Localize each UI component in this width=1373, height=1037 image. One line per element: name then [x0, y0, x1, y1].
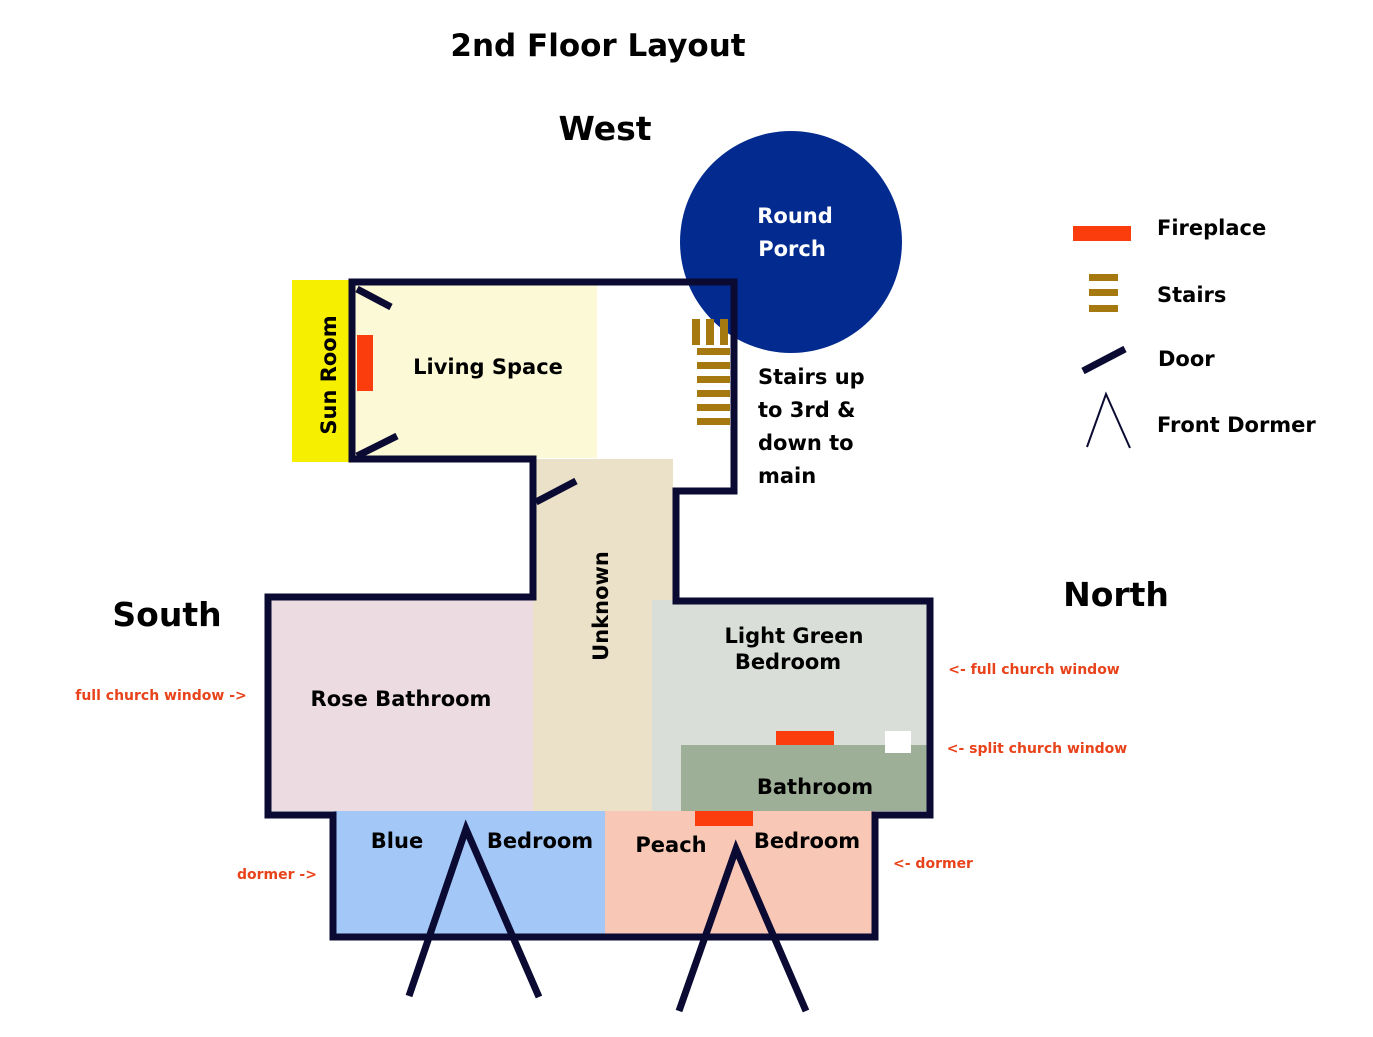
north-full-window-note: <- full church window [948, 662, 1120, 678]
legend-front-dormer-label: Front Dormer [1157, 413, 1316, 437]
front-dormer-icon [675, 839, 810, 1013]
legend: Fireplace Stairs Door Front Dormer [1073, 216, 1316, 449]
fireplace-icon [357, 335, 373, 391]
compass-north: North [1063, 575, 1169, 614]
legend-fireplace-icon [1073, 226, 1131, 241]
south-window-note: full church window -> [75, 688, 247, 704]
round-porch-label-line2: Porch [758, 237, 826, 261]
stairs-note-line4: main [758, 464, 816, 488]
peach-bedroom-label-line2: Bedroom [754, 829, 860, 853]
round-porch-label-line1: Round [757, 204, 833, 228]
blue-bedroom-label-line1: Blue [371, 829, 423, 853]
bathroom-label: Bathroom [757, 775, 873, 799]
blue-bedroom-label-line2: Bedroom [487, 829, 593, 853]
sun-room-label: Sun Room [317, 315, 341, 434]
stairs-note-line1: Stairs up [758, 365, 865, 389]
door-icon [355, 432, 399, 460]
stairs-note-line2: to 3rd & [758, 398, 855, 422]
rose-bathroom-label: Rose Bathroom [311, 687, 492, 711]
door-icon [534, 477, 578, 506]
legend-door-label: Door [1158, 347, 1215, 371]
fireplace-icon [695, 811, 753, 826]
unknown-room [533, 459, 673, 811]
light-green-bedroom-label-line1: Light Green [725, 624, 864, 648]
page-title: 2nd Floor Layout [450, 28, 745, 64]
legend-front-dormer-icon [1086, 391, 1131, 449]
living-space [352, 283, 597, 458]
fireplace-icon [776, 731, 834, 745]
legend-stairs-icon [1089, 274, 1118, 312]
unknown-room-label: Unknown [589, 551, 613, 661]
light-green-bedroom-label-line2: Bedroom [735, 650, 841, 674]
stairs-note-line3: down to [758, 431, 854, 455]
legend-stairs-label: Stairs [1157, 283, 1226, 307]
peach-bedroom-label-line1: Peach [635, 833, 706, 857]
rose-bathroom [270, 600, 533, 811]
front-dormer-icon [405, 819, 543, 999]
legend-door-icon [1081, 345, 1127, 375]
compass-south: South [112, 595, 221, 634]
living-space-label: Living Space [413, 355, 563, 379]
sun-room [292, 280, 352, 462]
north-dormer-note: <- dormer [893, 856, 973, 872]
peach-bedroom [605, 811, 875, 936]
north-split-window-note: <- split church window [947, 741, 1128, 757]
stairs-icon [692, 319, 730, 425]
bathroom [681, 745, 929, 811]
compass-west: West [558, 109, 651, 148]
south-dormer-note: dormer -> [237, 867, 317, 883]
door-icon [355, 285, 393, 311]
split-window-marker [885, 731, 911, 753]
outer-walls [264, 278, 934, 941]
legend-fireplace-label: Fireplace [1157, 216, 1266, 240]
